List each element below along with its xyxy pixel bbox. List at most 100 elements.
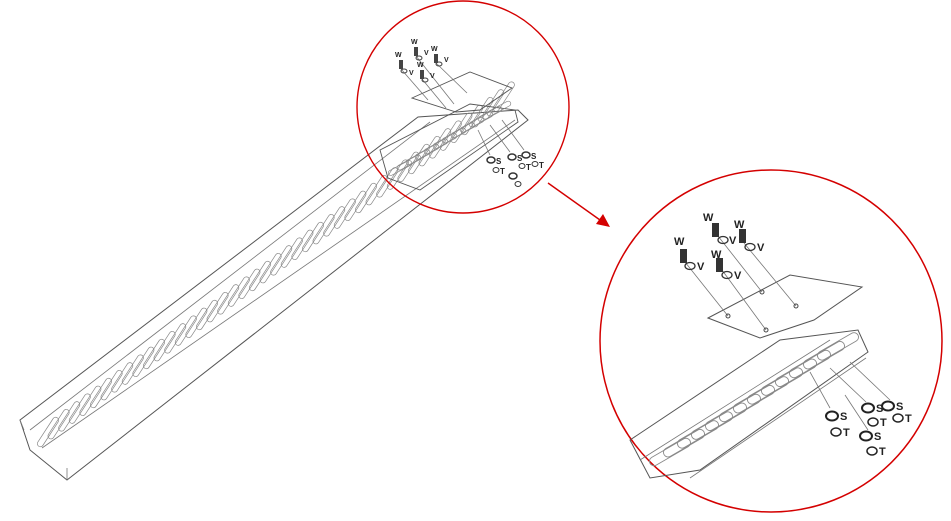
label-v: V [697,261,705,273]
bolt-w-large-2: W [703,212,719,237]
label-s: S [874,431,881,443]
tray-slot [249,260,271,292]
tray-outline [19,109,529,481]
tray-slot [677,420,719,449]
tray-slots [37,81,515,448]
tray-slot [386,159,409,190]
small-detail: W W W W V V V V S [379,39,544,191]
label-s: S [517,154,523,163]
tray-slot [185,307,208,338]
tray-slot [705,402,747,431]
tray-slot [174,315,197,346]
tray-slot [733,385,775,414]
label-w: W [395,52,402,59]
tray-slot [143,338,165,370]
label-s: S [496,157,502,166]
tray-slot [270,245,293,276]
tray-slot [423,138,449,155]
tray-slot [803,341,845,370]
label-w: W [711,249,722,261]
tray-slot [477,106,503,122]
tray-end-small [379,103,519,191]
tray-slot [719,393,761,423]
tray-slot [280,237,303,268]
label-w: W [734,219,745,231]
tray-slot [238,268,261,299]
splice-plate-small [410,71,513,113]
tray-slot [817,332,859,361]
tray-slot [468,111,494,128]
tray-slot [450,112,473,143]
tray-slot [396,154,422,171]
label-w: W [417,62,424,69]
label-t: T [526,163,531,172]
tray-slot [121,354,144,385]
tray-slot [691,411,733,440]
tray-slot [196,299,218,331]
tray-slot [100,370,123,401]
label-v: V [734,270,742,282]
zoom-arrow [547,182,610,227]
bolt-w-large-3: W [734,219,746,243]
tray-slot [775,358,817,387]
tray-slot [206,292,229,323]
tray-slot [761,367,803,396]
tray-slot [432,133,458,149]
tray-slot [663,429,705,458]
bolt-w-large-1: W [674,236,687,263]
tray-slot [79,385,102,416]
label-t: T [880,417,887,429]
bolt-w-small-3: W [431,46,468,94]
bolt-w-large-4: W [711,249,723,272]
label-t: T [843,427,850,439]
tray-slot [397,151,420,182]
tray-slot [217,284,240,315]
bolt-w-small-2: W [411,39,455,105]
tray-slot [405,149,431,165]
label-t: T [879,446,886,458]
label-v: V [424,50,429,57]
tray-end-large [629,329,869,479]
detail-callout-circle-small [356,0,570,214]
tray-slot [461,104,483,136]
tray-slot [459,117,485,133]
label-w: W [674,236,685,248]
label-t: T [905,413,912,425]
label-v: V [409,70,414,77]
tray-slot [302,221,324,253]
tray-slot [344,190,367,221]
tray-slot [312,214,335,245]
label-s: S [840,411,847,423]
tray-slot [153,331,176,362]
tray-slot [111,362,134,393]
tray-slot [441,127,467,144]
label-t: T [539,161,544,170]
tray-slot [58,401,81,432]
label-s: S [531,152,537,161]
large-detail: W W W W V V V V [629,212,912,479]
tray-slot [323,206,346,237]
tray-slot [408,143,430,175]
tray-slot [291,229,314,260]
cable-tray [19,81,529,481]
splice-plate-large [706,274,864,339]
tray-slot [747,376,789,405]
label-v: V [757,242,765,254]
tray-slot [414,144,440,160]
tray-slot [486,100,512,117]
tray-slot [227,276,250,307]
label-v: V [729,235,737,247]
label-v: V [430,73,435,80]
label-w: W [431,46,438,53]
tray-slot [365,175,388,206]
tray-slot [355,182,377,214]
tray-slot [450,122,476,138]
label-t: T [500,167,505,176]
label-v: V [444,57,449,64]
tray-slot [164,323,187,354]
tray-slot [429,128,452,159]
bolt-w-small-1: W [395,52,429,101]
tray-slot [37,416,59,448]
tray-slot [649,437,691,467]
tray-slot [439,120,462,151]
